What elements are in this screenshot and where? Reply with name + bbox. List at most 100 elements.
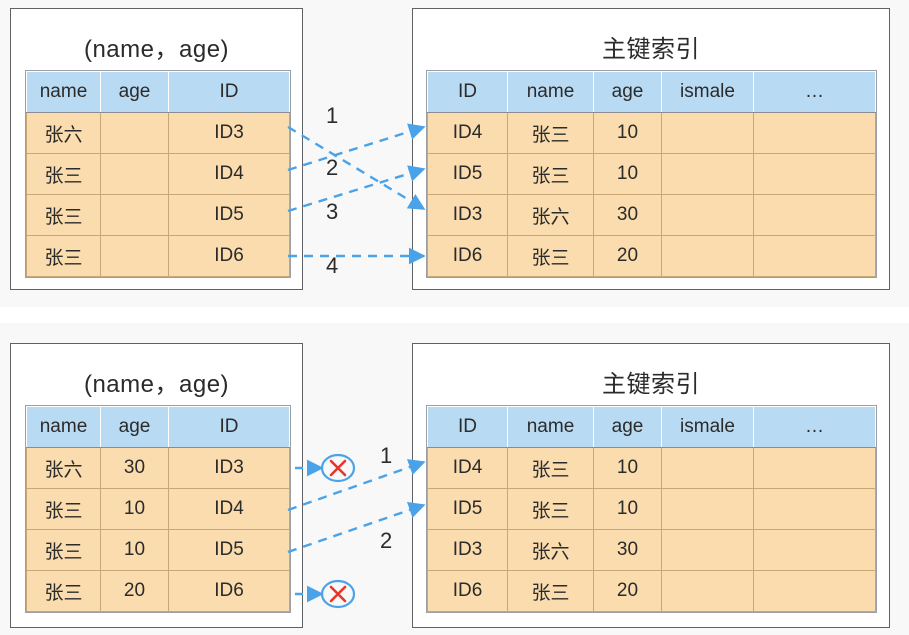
table-row: 张三 ID6	[26, 235, 290, 277]
secondary-index-title-bottom: (name，age)	[83, 371, 230, 398]
cell-more	[753, 529, 876, 571]
cell-ismale	[661, 488, 754, 530]
table-row: 张六 ID3	[26, 112, 290, 154]
cell-age	[100, 235, 169, 277]
cell-name: 张三	[26, 235, 101, 277]
cell-age: 30	[100, 447, 169, 489]
cell-age: 10	[593, 447, 662, 489]
column-header-age: age	[593, 71, 662, 113]
primary-index-title-bottom: 主键索引	[602, 371, 700, 398]
table-row: ID4 张三 10	[427, 112, 876, 154]
cell-name: 张三	[26, 570, 101, 612]
cell-age: 10	[593, 153, 662, 195]
cell-id: ID3	[168, 112, 290, 154]
cell-more	[753, 447, 876, 489]
cell-name: 张三	[507, 235, 594, 277]
table-row: 张三 20 ID6	[26, 570, 290, 612]
column-header-id: ID	[427, 71, 508, 113]
cell-age: 10	[593, 488, 662, 530]
arrow-label-top-1: 1	[326, 103, 339, 128]
column-header-age: age	[100, 71, 169, 113]
cell-name: 张三	[26, 153, 101, 195]
cell-more	[753, 570, 876, 612]
column-header-id: ID	[427, 406, 508, 448]
cell-id: ID5	[168, 194, 290, 236]
secondary-index-box-bottom: (name，age) name age ID 张六 30 ID3 张三 10	[10, 343, 303, 628]
cell-name: 张三	[507, 112, 594, 154]
table-header-row: ID name age ismale …	[427, 71, 876, 113]
cell-id: ID4	[168, 488, 290, 530]
table-row: ID3 张六 30	[427, 194, 876, 236]
cell-ismale	[661, 112, 754, 154]
panel-top: (name，age) name age ID 张六 ID3 张三	[0, 0, 909, 307]
table-row: ID5 张三 10	[427, 153, 876, 195]
column-header-more: …	[753, 406, 876, 448]
cell-name: 张三	[507, 570, 594, 612]
table-row: ID3 张六 30	[427, 529, 876, 571]
cell-name: 张六	[507, 194, 594, 236]
cell-name: 张三	[26, 529, 101, 571]
cell-age: 20	[100, 570, 169, 612]
cell-id: ID3	[427, 529, 508, 571]
table-header-row: name age ID	[26, 71, 290, 113]
cell-age	[100, 112, 169, 154]
cell-more	[753, 488, 876, 530]
cell-id: ID5	[427, 153, 508, 195]
column-header-name: name	[507, 71, 594, 113]
table-row: 张三 10 ID5	[26, 529, 290, 571]
table-header-row: name age ID	[26, 406, 290, 448]
arrow-label-top-4: 4	[326, 253, 339, 278]
cell-age: 20	[593, 235, 662, 277]
cell-id: ID6	[168, 235, 290, 277]
cell-ismale	[661, 153, 754, 195]
table-row: 张六 30 ID3	[26, 447, 290, 489]
cell-more	[753, 112, 876, 154]
secondary-index-table-bottom: name age ID 张六 30 ID3 张三 10 ID4 张三	[26, 406, 290, 612]
column-header-id: ID	[168, 71, 290, 113]
column-header-id: ID	[168, 406, 290, 448]
cell-id: ID3	[427, 194, 508, 236]
arrow-label-top-2: 2	[326, 155, 339, 180]
cell-name: 张三	[26, 194, 101, 236]
secondary-index-box-top: (name，age) name age ID 张六 ID3 张三	[10, 8, 303, 290]
table-row: ID6 张三 20	[427, 570, 876, 612]
table-row: 张三 10 ID4	[26, 488, 290, 530]
cell-age: 10	[593, 112, 662, 154]
cell-age	[100, 153, 169, 195]
table-row: ID5 张三 10	[427, 488, 876, 530]
arrow-label-top-3: 3	[326, 199, 339, 224]
column-header-ismale: ismale	[661, 406, 754, 448]
cell-ismale	[661, 194, 754, 236]
cell-more	[753, 153, 876, 195]
table-row: 张三 ID4	[26, 153, 290, 195]
column-header-name: name	[507, 406, 594, 448]
cell-id: ID4	[427, 447, 508, 489]
column-header-age: age	[100, 406, 169, 448]
primary-index-title-top: 主键索引	[602, 36, 700, 63]
cell-name: 张六	[507, 529, 594, 571]
cell-name: 张六	[26, 112, 101, 154]
cell-more	[753, 194, 876, 236]
cell-name: 张三	[26, 488, 101, 530]
cell-ismale	[661, 447, 754, 489]
cell-name: 张六	[26, 447, 101, 489]
cell-age: 30	[593, 194, 662, 236]
cell-id: ID3	[168, 447, 290, 489]
cell-id: ID6	[168, 570, 290, 612]
column-header-age: age	[593, 406, 662, 448]
table-header-row: ID name age ismale …	[427, 406, 876, 448]
cell-age: 20	[593, 570, 662, 612]
primary-index-box-bottom: 主键索引 ID name age ismale … ID4 张三 10	[412, 343, 890, 628]
cell-id: ID6	[427, 570, 508, 612]
panel-bottom: (name，age) name age ID 张六 30 ID3 张三 10	[0, 323, 909, 635]
table-row: ID6 张三 20	[427, 235, 876, 277]
arrow-label-bottom-1: 1	[380, 443, 393, 468]
column-header-ismale: ismale	[661, 71, 754, 113]
secondary-index-table-top: name age ID 张六 ID3 张三 ID4 张三	[26, 71, 290, 277]
primary-index-table-bottom: ID name age ismale … ID4 张三 10 ID5 张三	[427, 406, 876, 612]
table-row: ID4 张三 10	[427, 447, 876, 489]
cell-ismale	[661, 570, 754, 612]
table-row: 张三 ID5	[26, 194, 290, 236]
cell-id: ID5	[427, 488, 508, 530]
cell-id: ID4	[427, 112, 508, 154]
